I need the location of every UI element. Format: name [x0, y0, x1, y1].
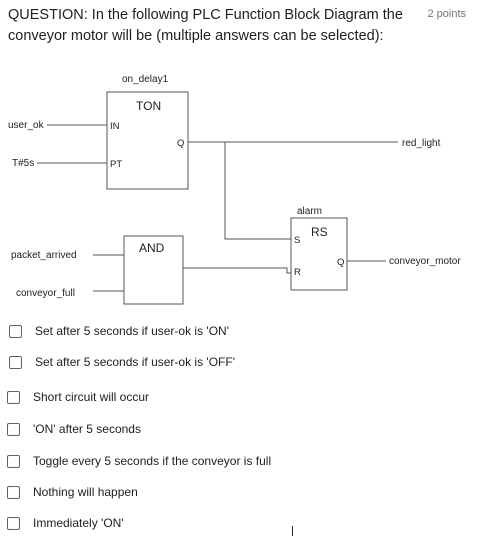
rs-type-label: RS: [311, 225, 328, 239]
option-label: Short circuit will occur: [33, 390, 150, 404]
question-text: QUESTION: In the following PLC Function …: [8, 7, 403, 44]
option-label: 'ON' after 5 seconds: [33, 422, 141, 436]
checkbox[interactable]: [7, 485, 20, 499]
signal-packet-arrived: packet_arrived: [11, 250, 77, 261]
rs-q-pin: Q: [337, 257, 344, 268]
checkbox[interactable]: [7, 390, 20, 404]
rs-r-pin: R: [294, 267, 301, 278]
function-block-diagram: on_delay1 TON IN PT Q AND alarm RS S R Q…: [8, 74, 461, 305]
rs-block: [290, 217, 348, 291]
timer-type-label: TON: [136, 99, 161, 113]
option-label: Set after 5 seconds if user-ok is 'OFF': [35, 355, 235, 369]
option-7[interactable]: Immediately 'ON': [7, 516, 124, 530]
points-label: 2 points: [427, 8, 466, 20]
signal-red-light: red_light: [402, 138, 441, 149]
option-label: Immediately 'ON': [33, 516, 124, 530]
wire-ton-to-set: [224, 142, 291, 240]
checkbox[interactable]: [7, 422, 20, 436]
checkbox[interactable]: [9, 324, 22, 338]
signal-preset: T#5s: [12, 158, 34, 169]
and-block: [123, 235, 184, 305]
and-type-label: AND: [139, 241, 165, 255]
timer-in-pin: IN: [110, 121, 120, 132]
wire-and-to-reset: [183, 267, 291, 274]
option-5[interactable]: Toggle every 5 seconds if the conveyor i…: [7, 454, 271, 468]
option-3[interactable]: Short circuit will occur: [7, 390, 149, 404]
checkbox[interactable]: [9, 355, 22, 369]
ton-block: [106, 91, 189, 190]
option-4[interactable]: 'ON' after 5 seconds: [7, 422, 141, 436]
option-6[interactable]: Nothing will happen: [7, 485, 138, 499]
option-label: Set after 5 seconds if user-ok is 'ON': [35, 324, 229, 338]
signal-conveyor-full: conveyor_full: [16, 288, 75, 299]
option-1[interactable]: Set after 5 seconds if user-ok is 'ON': [9, 324, 229, 338]
timer-pt-pin: PT: [110, 159, 122, 170]
checkbox[interactable]: [7, 516, 20, 530]
signal-user-ok: user_ok: [8, 120, 45, 131]
checkbox[interactable]: [7, 454, 20, 468]
option-2[interactable]: Set after 5 seconds if user-ok is 'OFF': [9, 355, 235, 369]
option-label: Toggle every 5 seconds if the conveyor i…: [33, 454, 272, 468]
option-label: Nothing will happen: [33, 485, 138, 499]
rs-s-pin: S: [294, 235, 300, 246]
signal-conveyor-motor: conveyor_motor: [389, 256, 461, 267]
timer-q-pin: Q: [177, 138, 184, 149]
text-cursor: [292, 526, 293, 536]
rs-instance-label: alarm: [297, 206, 322, 217]
timer-instance-label: on_delay1: [122, 74, 169, 85]
